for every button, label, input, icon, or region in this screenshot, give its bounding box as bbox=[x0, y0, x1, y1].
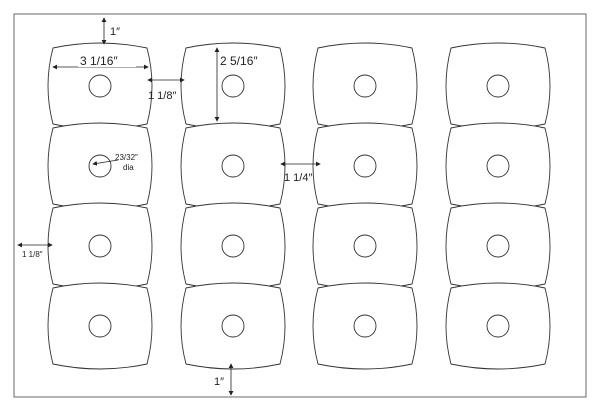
center-hole bbox=[88, 154, 112, 178]
bottom-margin-dimension: 1″ bbox=[214, 363, 234, 396]
center-hole bbox=[486, 314, 510, 338]
disc-label bbox=[47, 122, 153, 210]
top-margin-dimension: 1″ bbox=[101, 17, 120, 45]
center-hole bbox=[353, 154, 377, 178]
label-width-label: 3 1/16″ bbox=[80, 54, 118, 68]
center-hole bbox=[353, 314, 377, 338]
center-hole bbox=[88, 314, 112, 338]
center-hole bbox=[221, 314, 245, 338]
disc-label bbox=[180, 282, 286, 370]
top-margin-label: 1″ bbox=[110, 26, 120, 38]
left-margin-dimension: 1 1/8″ bbox=[17, 242, 53, 259]
gap-dimension-row2: 1 1/4″ bbox=[280, 161, 321, 184]
center-hole bbox=[221, 74, 245, 98]
gap-label-row1: 1 1/8″ bbox=[148, 90, 176, 102]
disc-label bbox=[180, 122, 286, 210]
hole-diameter-unit: dia bbox=[123, 163, 134, 172]
center-hole bbox=[486, 234, 510, 258]
hole-diameter-dimension: 23/32″ dia bbox=[92, 153, 138, 172]
gap-label-row2: 1 1/4″ bbox=[284, 172, 312, 184]
disc-label bbox=[445, 282, 551, 370]
label-height-dimension: 2 5/16″ bbox=[214, 47, 258, 122]
disc-label bbox=[312, 202, 418, 290]
left-margin-label: 1 1/8″ bbox=[22, 250, 43, 259]
center-hole bbox=[221, 234, 245, 258]
disc-label bbox=[47, 282, 153, 370]
hole-diameter-label: 23/32″ bbox=[115, 153, 138, 162]
disc-label bbox=[445, 42, 551, 130]
disc-label bbox=[180, 202, 286, 290]
center-hole bbox=[486, 154, 510, 178]
center-hole bbox=[353, 234, 377, 258]
bottom-margin-label: 1″ bbox=[214, 376, 224, 388]
label-height-label: 2 5/16″ bbox=[220, 54, 258, 68]
disc-label bbox=[445, 202, 551, 290]
center-hole bbox=[353, 74, 377, 98]
disc-label bbox=[312, 122, 418, 210]
disc-label bbox=[180, 42, 286, 130]
gap-dimension-row1: 1 1/8″ bbox=[147, 77, 185, 102]
center-hole bbox=[486, 74, 510, 98]
disc-label bbox=[445, 122, 551, 210]
disc-label bbox=[312, 42, 418, 130]
center-hole bbox=[88, 74, 112, 98]
center-hole bbox=[88, 234, 112, 258]
label-width-dimension: 3 1/16″ bbox=[52, 53, 149, 70]
page-border bbox=[13, 13, 587, 398]
labels-grid bbox=[47, 42, 551, 370]
disc-label bbox=[312, 282, 418, 370]
center-hole bbox=[221, 154, 245, 178]
disc-label bbox=[47, 202, 153, 290]
